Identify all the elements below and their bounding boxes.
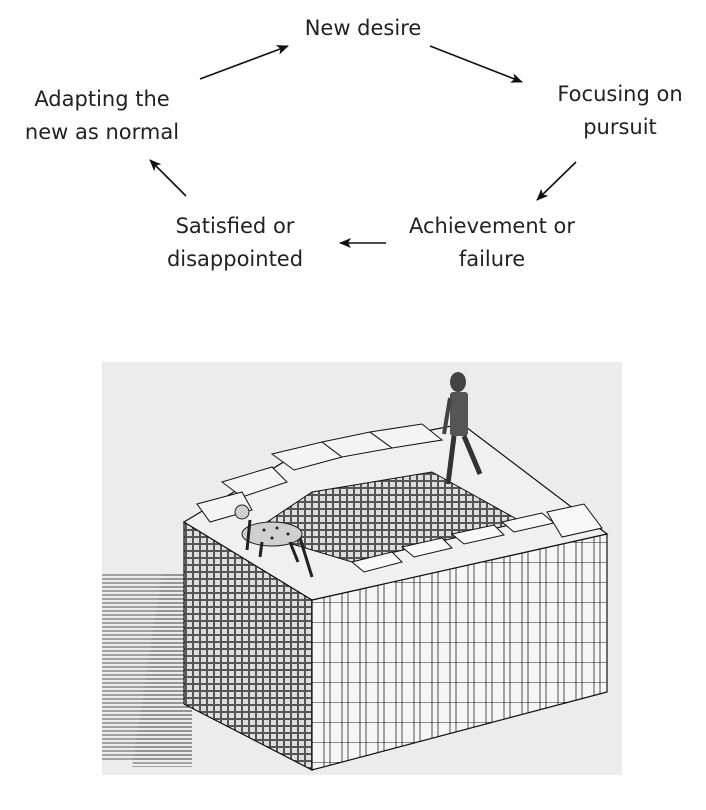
cycle-node-focusing-on-pursuit: Focusing on pursuit xyxy=(540,78,700,144)
arrow-satisfied-to-adapting xyxy=(149,159,187,197)
cycle-arrows xyxy=(149,45,577,248)
arrow-focusing-to-achievement xyxy=(536,161,577,201)
cycle-node-line: New desire xyxy=(304,16,422,40)
back-steps xyxy=(196,423,444,523)
cycle-node-line: pursuit xyxy=(583,115,657,139)
staircase-illustration xyxy=(102,362,622,775)
cycle-node-new-desire: New desire xyxy=(283,12,443,45)
man-figure xyxy=(442,372,483,485)
cycle-node-line: Achievement or xyxy=(408,214,576,238)
dog-figure xyxy=(234,504,314,578)
cycle-node-line: disappointed xyxy=(166,247,304,271)
cycle-node-line: Focusing on xyxy=(557,82,683,106)
cycle-node-adapting-new-as-normal: Adapting the new as normal xyxy=(12,83,192,149)
inner-well xyxy=(250,471,524,563)
arrow-desire-to-focusing xyxy=(429,45,523,83)
cycle-node-line: Satisfied or xyxy=(175,214,295,238)
cycle-node-line: new as normal xyxy=(24,120,180,144)
arrow-adapting-to-desire xyxy=(199,45,289,80)
cycle-node-line: Adapting the xyxy=(34,87,170,111)
cycle-node-satisfied-or-disappointed: Satisfied or disappointed xyxy=(150,210,320,276)
top-steps xyxy=(350,503,603,573)
cycle-node-achievement-or-failure: Achievement or failure xyxy=(392,210,592,276)
cycle-node-line: failure xyxy=(458,247,526,271)
ground-shadow-edge xyxy=(132,572,192,767)
